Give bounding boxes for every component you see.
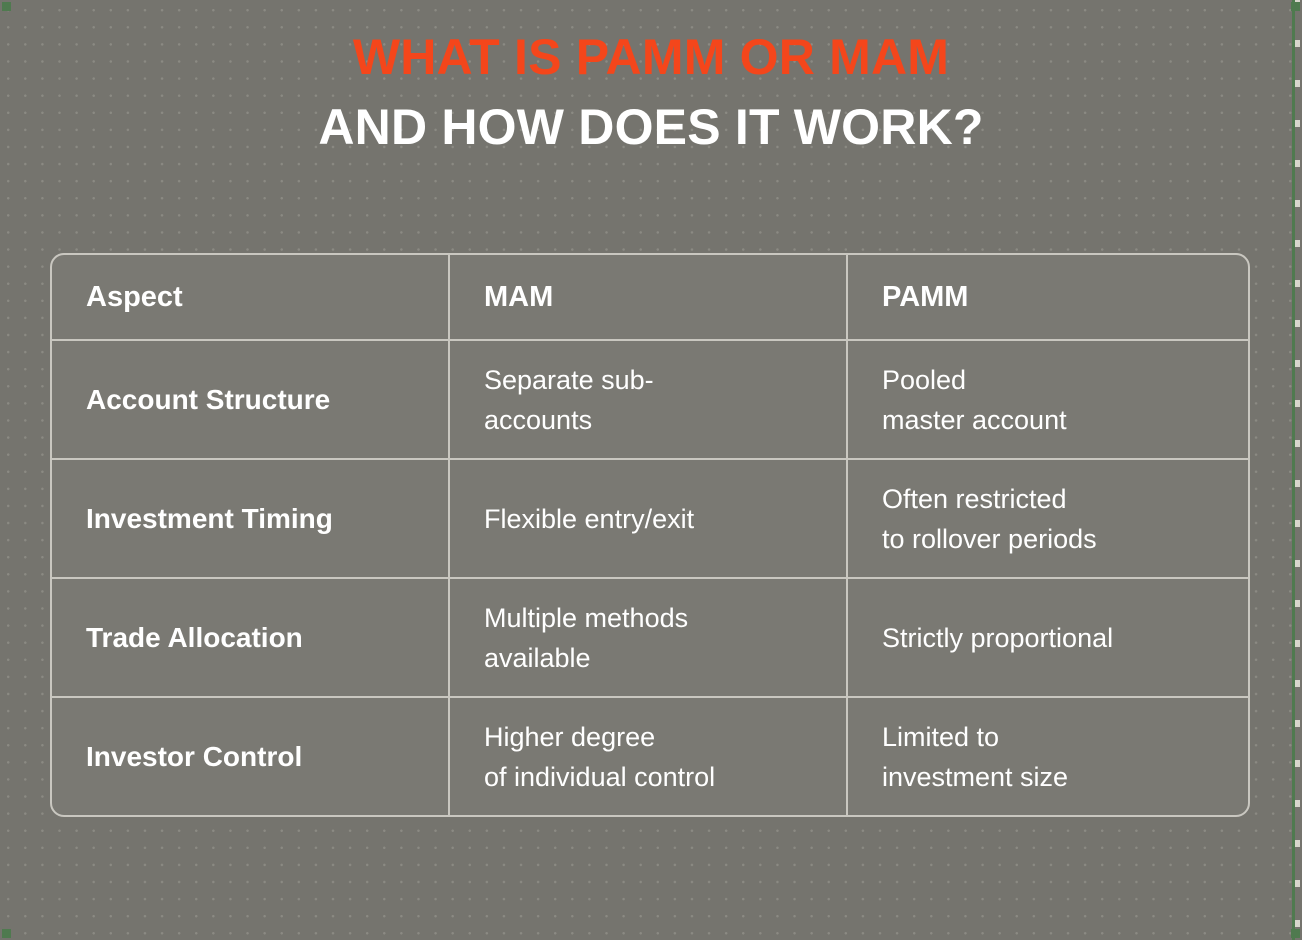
table-cell-mam: Flexible entry/exit <box>450 460 848 577</box>
table-cell-text: Limited to investment size <box>882 721 1069 792</box>
right-edge-tick-marks <box>1295 0 1300 940</box>
table-header-label-pamm: PAMM <box>882 280 969 313</box>
table-header-label-mam: MAM <box>484 280 554 313</box>
table-cell-aspect: Trade Allocation <box>52 579 450 696</box>
table-cell-mam: Higher degree of individual control <box>450 698 848 815</box>
corner-mark-bottom-left <box>2 929 11 938</box>
table-cell-text: Separate sub- accounts <box>484 364 654 435</box>
table-cell-aspect: Investor Control <box>52 698 450 815</box>
table-cell-text: Often restricted to rollover periods <box>882 483 1097 554</box>
right-edge-accent-line <box>1292 0 1295 940</box>
table-cell-pamm: Limited to investment size <box>848 698 1248 815</box>
table-cell-pamm: Strictly proportional <box>848 579 1248 696</box>
corner-mark-top-right <box>1291 2 1300 11</box>
table-cell-aspect: Account Structure <box>52 341 450 458</box>
table-cell-pamm: Pooled master account <box>848 341 1248 458</box>
table-cell-mam: Multiple methods available <box>450 579 848 696</box>
table-header-row: Aspect MAM PAMM <box>52 255 1248 341</box>
table-row: Trade Allocation Multiple methods availa… <box>52 579 1248 698</box>
table-cell-text: Trade Allocation <box>86 621 303 653</box>
table-cell-text: Investment Timing <box>86 502 333 534</box>
table-cell-text: Multiple methods available <box>484 602 689 673</box>
table-header-cell-pamm: PAMM <box>848 255 1248 339</box>
table-row: Investor Control Higher degree of indivi… <box>52 698 1248 815</box>
table-cell-text: Investor Control <box>86 740 303 772</box>
pamm-mam-comparison-table: Aspect MAM PAMM Account Structure Separa… <box>50 253 1250 817</box>
table-cell-text: Strictly proportional <box>882 622 1114 653</box>
table-cell-text: Account Structure <box>86 383 331 415</box>
table-header-label-aspect: Aspect <box>86 280 183 313</box>
table-cell-mam: Separate sub- accounts <box>450 341 848 458</box>
table-cell-text: Higher degree of individual control <box>484 721 716 792</box>
table-cell-aspect: Investment Timing <box>52 460 450 577</box>
table-row: Account Structure Separate sub- accounts… <box>52 341 1248 460</box>
corner-mark-bottom-right <box>1291 929 1300 938</box>
table-header-cell-mam: MAM <box>450 255 848 339</box>
table-cell-pamm: Often restricted to rollover periods <box>848 460 1248 577</box>
table-cell-text: Flexible entry/exit <box>484 503 695 534</box>
table-cell-text: Pooled master account <box>882 364 1067 435</box>
page-title: WHAT IS PAMM OR MAM AND HOW DOES IT WORK… <box>0 22 1302 162</box>
title-line-secondary: AND HOW DOES IT WORK? <box>318 99 984 155</box>
table-header-cell-aspect: Aspect <box>52 255 450 339</box>
corner-mark-top-left <box>2 2 11 11</box>
table-row: Investment Timing Flexible entry/exit Of… <box>52 460 1248 579</box>
title-line-primary: WHAT IS PAMM OR MAM <box>352 29 950 85</box>
